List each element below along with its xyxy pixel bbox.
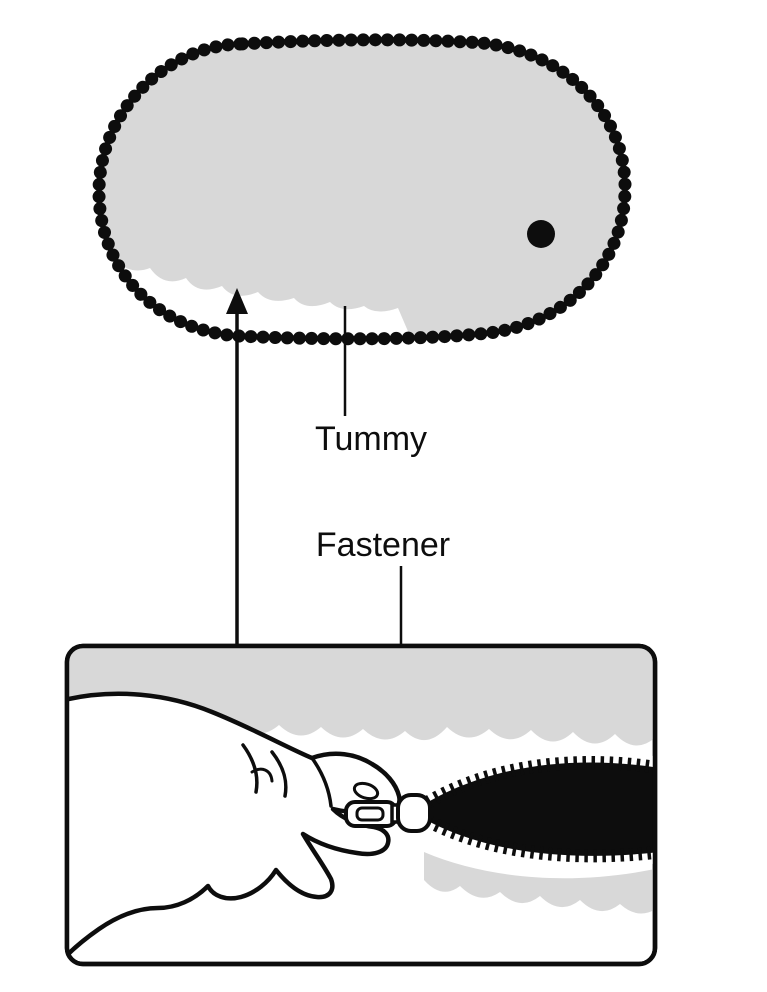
eye-dot-icon bbox=[527, 220, 555, 248]
inset-frame-overlay bbox=[64, 643, 658, 967]
thumb-crease-line bbox=[310, 756, 333, 808]
plush-scalloped-outline bbox=[92, 33, 632, 346]
pinching-hand-illustration bbox=[67, 691, 402, 961]
knuckle-crease-line-2 bbox=[270, 750, 288, 798]
thumbnail bbox=[352, 781, 380, 801]
fastener-label: Fastener bbox=[316, 526, 450, 564]
hand-silhouette bbox=[67, 691, 402, 961]
inset-panel bbox=[64, 643, 658, 967]
up-arrow-head bbox=[226, 288, 248, 314]
knuckle-crease-line-1 bbox=[241, 743, 259, 794]
zipper-slider bbox=[396, 793, 432, 833]
tummy-callout: Tummy bbox=[315, 306, 427, 458]
zipper-slider-assembly bbox=[344, 793, 432, 833]
fleece-bottom-scallops bbox=[424, 852, 655, 914]
zipper-pull-tab-slot bbox=[355, 806, 385, 822]
tummy-patch bbox=[112, 258, 410, 336]
knuckle-hook-line bbox=[250, 767, 274, 783]
zipper-opening bbox=[412, 762, 655, 856]
up-arrow bbox=[226, 288, 248, 648]
plush-pouch bbox=[92, 33, 632, 346]
tummy-label: Tummy bbox=[315, 420, 427, 458]
